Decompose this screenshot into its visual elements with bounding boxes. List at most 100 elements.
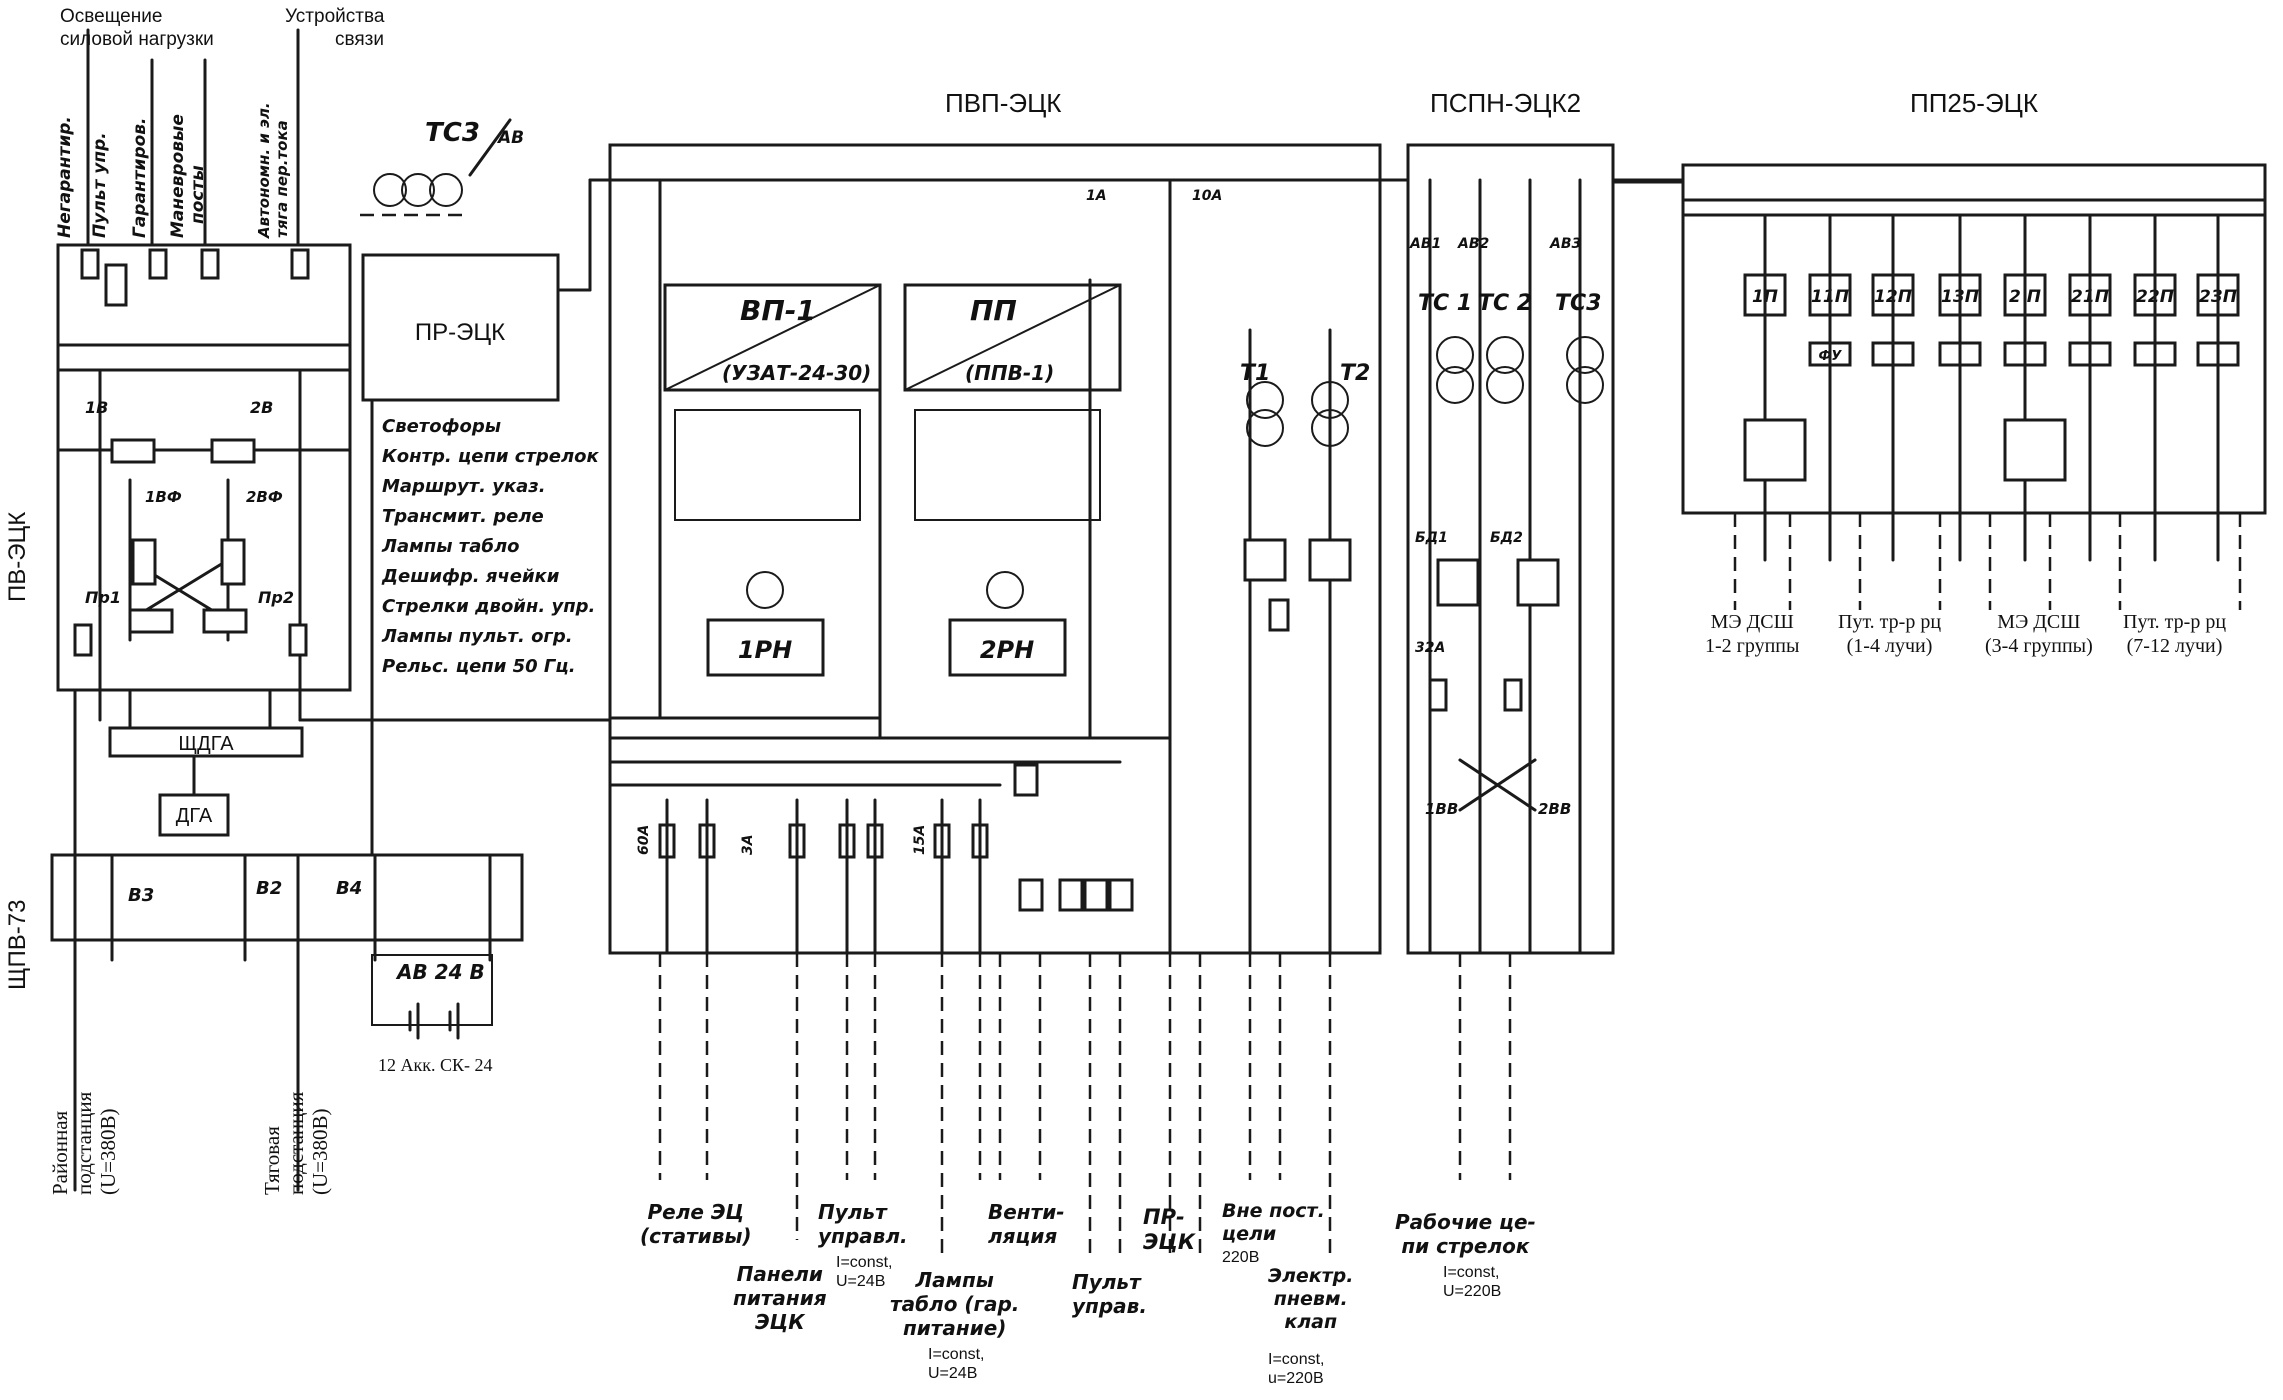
v3-label: В3 [128,885,155,906]
rn2-box [948,618,1067,677]
panel-pp25-title: ПП25-ЭЦК [1910,88,2039,118]
panel-pspn-title: ПСПН-ЭЦК2 [1430,88,1582,118]
pr-panel: ПР-ЭЦК Светофоры Контр. цепи стрелок Мар… [361,178,612,722]
pv-panel: ЩДГА ДГА [50,28,524,1192]
vp1-label: ВП-1 [740,294,816,327]
dest-lampy-const-2: U=24В [928,1365,978,1382]
header-lighting-line2: силовой нагрузки [60,29,214,50]
tc2-label: ТС 2 [1478,291,1532,316]
pp25-put1-2: (1-4 лучи) [1846,635,1933,657]
label-manevr: Маневровые посты [168,114,208,238]
dest-lampy-2: табло (гар. [890,1292,1020,1316]
t2-label: Т2 [1340,361,1370,386]
dest-elk-3: клап [1284,1311,1338,1333]
substation-rayon-2: подстанция [72,1091,96,1195]
pr-label: ПР-ЭЦК [415,319,505,346]
dga-label: ДГА [176,805,213,827]
pspn-panel: ТС 1 ТС 2 ТС3 [1406,143,1615,955]
pr-item-0: Светофоры [382,416,501,437]
dest-pult2-1: Пульт [1072,1270,1141,1294]
dest-pult-1: Пульт [818,1200,887,1224]
ppv-label: (ППВ-1) [965,361,1054,385]
tc3-comm [360,118,512,217]
dest-lampy: Лампы табло (гар. питание) [890,1268,1019,1340]
header-lighting-line1: Освещение [60,6,163,27]
dest-rab-const: I=const, U=220В [1443,1263,1501,1301]
pr-item-4: Лампы табло [381,536,520,557]
dest-panel-2: питания [733,1286,827,1310]
av3-label: АВ3 [1550,236,1582,252]
label-avtonom-1: Автономн. и эл. [255,102,273,238]
dest-vent-2: ляция [988,1224,1058,1248]
dest-vent-1: Венти- [988,1200,1065,1224]
av-top-label: АВ [498,128,525,148]
t1-label: Т1 [1240,361,1270,386]
pr-item-1: Контр. цепи стрелок [382,446,600,467]
a32-label: 32А [1415,640,1446,656]
pr2-label: Пр2 [258,588,294,607]
dest-pult-2: управл. [818,1224,908,1248]
tc1-label: ТС 1 [1418,291,1472,316]
dest-pult-const-2: U=24В [836,1273,886,1290]
dest-vne-3: 220В [1222,1249,1260,1266]
dest-pr: ПР- ЭЦК [1143,1205,1195,1255]
pp25-put2-2: (7-12 лучи) [2126,635,2223,657]
dest-elk-1: Электр. [1268,1265,1354,1287]
pp25-put2-1: Пут. тр-р рц [2123,611,2227,633]
pr-box [361,253,560,402]
bf1-label: 1ВФ [145,488,182,506]
pp25-me1-1: МЭ ДСШ [1710,611,1794,633]
dest-panel: Панели питания ЭЦК [733,1262,827,1334]
header-comm: Устройства связи [285,5,384,51]
pr-consumer-list: Светофоры Контр. цепи стрелок Маршрут. у… [381,416,600,677]
dest-pult2: Пульт управ. [1072,1270,1147,1318]
tc3-label: ТС3 [1555,291,1601,316]
dest-panel-1: Панели [736,1262,823,1286]
tc3-top-label: ТС3 [425,118,480,148]
b1-label: 1В [85,398,109,417]
dest-rele-1: Реле ЭЦ [647,1200,745,1224]
substation-rayon-3: (U=380В) [96,1108,120,1195]
pr1-label: Пр1 [85,588,121,607]
dest-vent: Венти- ляция [988,1200,1065,1248]
pp25-put2: Пут. тр-р рц (7-12 лучи) [2123,610,2226,658]
v2-label: В2 [256,878,283,899]
pp25-me2: МЭ ДСШ (3-4 группы) [1985,610,2093,658]
dest-rab: Рабочие це- пи стрелок [1395,1210,1536,1258]
panel-shchpv-title: ЩПВ-73 [4,899,31,990]
dest-lampy-1: Лампы [915,1268,994,1292]
dest-elk-const: I=const, u=220В [1268,1350,1324,1388]
label-manevr-1: Маневровые [168,114,188,238]
substation-tyag: Тяговая подстанция (U=380В) [260,1092,332,1195]
dest-lampy-3: питание) [902,1316,1007,1340]
uzat-label: (УЗАТ-24-30) [722,361,871,385]
dest-pult-const: I=const, U=24В [836,1253,892,1291]
header-lighting: Освещение силовой нагрузки [60,5,214,51]
dest-elk-const-1: I=const, [1268,1351,1325,1368]
label-avtonom: Автономн. и эл. тяга пер.тока [255,102,291,238]
pspn-box [1406,143,1615,955]
rn2-label: 2РН [980,636,1034,664]
a15-label: 15А [912,824,928,855]
b2-label: 2В [250,398,274,417]
substation-tyag-2: подстанция [284,1091,308,1195]
pr-item-8: Рельс. цепи 50 Гц. [382,656,576,677]
a3-label: 3А [740,834,756,855]
dest-rele-2: (стативы) [640,1224,752,1248]
label-avtonom-2: тяга пер.тока [273,120,291,238]
akk-label: 12 Акк. СК- 24 [378,1055,493,1075]
rn1-box [706,618,825,677]
dest-pr-1: ПР- [1143,1205,1185,1229]
a1-label: 1А [1086,188,1107,204]
shchpv-box [50,853,524,942]
pp25-me2-2: (3-4 группы) [1985,635,2093,657]
dest-rab-2: пи стрелок [1401,1234,1530,1258]
panel-pv-title: ПВ-ЭЦК [4,511,31,602]
dest-rab-1: Рабочие це- [1395,1210,1536,1234]
a10-label: 10А [1192,188,1223,204]
pr-item-5: Дешифр. ячейки [381,566,560,587]
pr-item-2: Маршрут. указ. [382,476,546,497]
dest-rab-const-2: U=220В [1443,1283,1502,1300]
